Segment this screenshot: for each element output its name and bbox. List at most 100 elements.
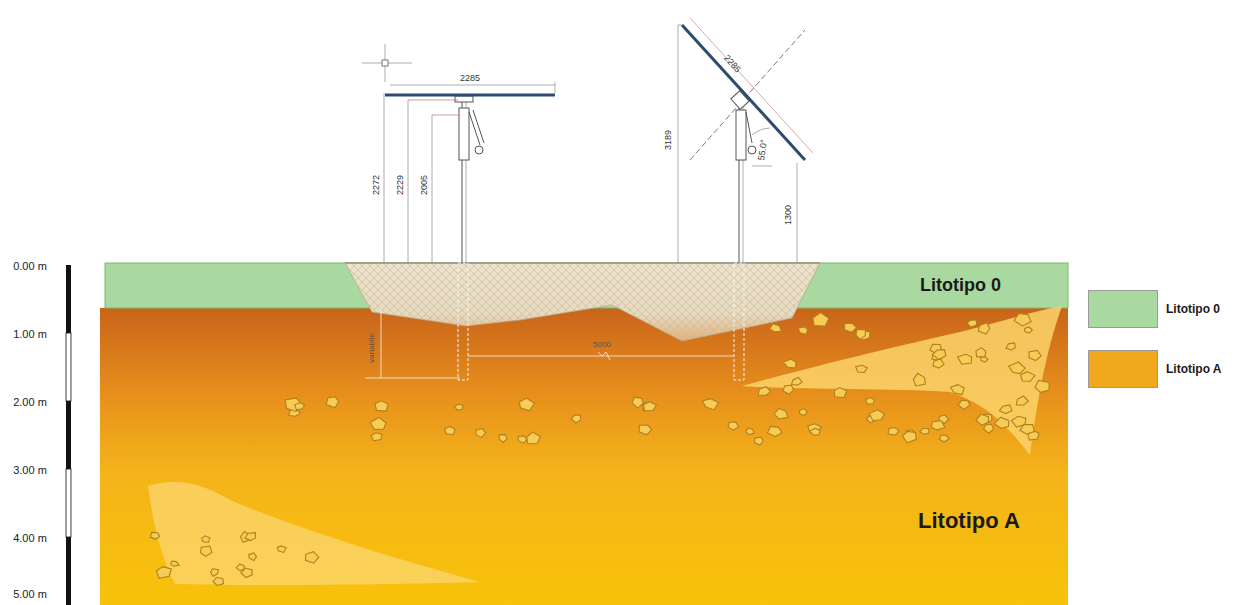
dimension-value: 5000 <box>593 341 611 349</box>
rock-fragment <box>978 323 989 334</box>
rock-fragment <box>958 354 972 364</box>
rock-fragment <box>984 424 994 433</box>
rock-fragment <box>245 533 256 541</box>
depth-mark: 1.00 m <box>13 329 47 340</box>
rock-fragment <box>371 433 382 441</box>
pv-panel <box>385 94 555 97</box>
dimension-line <box>390 85 555 86</box>
dimension-value: 1300 <box>784 205 793 225</box>
rock-fragment <box>958 400 970 409</box>
rock-fragment <box>249 553 257 561</box>
rock-fragment <box>933 359 944 368</box>
dimension-line <box>432 115 433 263</box>
rock-fragment <box>1020 372 1034 382</box>
dimension-value: 2005 <box>420 175 429 195</box>
rock-fragment <box>798 327 807 334</box>
rock-fragment <box>639 425 652 435</box>
dimension-line <box>408 100 458 101</box>
dimension-line <box>555 82 556 93</box>
scale-segment <box>66 265 71 333</box>
rock-fragment <box>519 398 534 411</box>
rock-fragment <box>754 437 763 445</box>
rock-fragments <box>150 313 1049 586</box>
rock-fragment <box>527 432 541 444</box>
rock-fragment <box>571 415 581 423</box>
rock-fragment <box>1009 362 1026 374</box>
actuator <box>473 110 484 143</box>
rock-fragment <box>783 385 794 394</box>
rock-fragment <box>171 561 179 566</box>
trench-fill <box>345 263 820 341</box>
rock-fragment <box>370 417 386 429</box>
rock-fragment <box>913 373 925 386</box>
rock-fragment <box>326 397 339 408</box>
depth-scale <box>66 265 71 605</box>
rock-fragment <box>518 436 527 443</box>
dimension-line <box>468 356 734 357</box>
depth-mark: 2.00 m <box>13 397 47 408</box>
rock-fragment <box>156 567 171 579</box>
actuator-pivot <box>475 146 483 154</box>
scale-segment <box>66 537 71 605</box>
post-head <box>459 108 469 160</box>
tracker-tilted <box>682 25 805 263</box>
tracker-horizontal <box>385 95 555 263</box>
dimension-line <box>381 308 382 378</box>
rock-fragment <box>770 324 781 332</box>
rock-fragment <box>856 330 866 340</box>
rock-fragment <box>783 359 796 368</box>
rock-fragment <box>856 365 868 372</box>
rock-fragment <box>774 408 788 419</box>
rock-fragment <box>1014 313 1031 326</box>
rock-fragment <box>305 552 318 563</box>
rock-fragment <box>1006 343 1016 350</box>
dimension-line <box>678 25 682 26</box>
dimension-value: 3189 <box>664 130 673 150</box>
rock-fragment <box>1016 396 1028 405</box>
rock-fragment <box>888 428 899 436</box>
ground-line <box>345 263 820 264</box>
rock-fragment <box>1035 380 1049 392</box>
rock-fragment <box>976 348 986 357</box>
scale-segment <box>66 333 71 401</box>
rock-fragment <box>200 546 211 556</box>
rock-fragment <box>920 428 929 434</box>
depth-mark: 0.00 m <box>13 261 47 272</box>
bracket <box>455 96 473 102</box>
scale-segment <box>66 401 71 469</box>
break-mark <box>598 352 610 360</box>
actuator <box>469 112 480 145</box>
legend-swatch <box>1088 290 1158 328</box>
dimension-value: 55.0° <box>757 139 769 161</box>
dimension-value: variabile <box>368 333 376 363</box>
rock-fragment <box>845 323 857 332</box>
rock-fragment <box>445 426 455 434</box>
rock-fragment <box>866 398 875 404</box>
rock-fragment <box>476 429 486 438</box>
gravel-hatch <box>345 263 820 341</box>
rock-fragment <box>746 428 754 435</box>
rock-fragment <box>932 350 945 360</box>
rock-fragment <box>728 422 739 430</box>
rock-fragment <box>213 578 224 586</box>
rock-fragment <box>981 357 988 362</box>
dimension-value: 2272 <box>372 175 381 195</box>
legend-label: Litotipo 0 <box>1166 302 1220 316</box>
depth-mark: 4.00 m <box>13 533 47 544</box>
rock-fragment <box>791 377 802 385</box>
scale-segment <box>66 469 71 537</box>
legend-swatch <box>1088 350 1158 388</box>
lens <box>148 482 480 585</box>
rock-fragment <box>1024 327 1032 333</box>
rock-fragment <box>236 564 244 571</box>
dimension-line <box>384 93 385 263</box>
actuator-pivot <box>748 146 756 154</box>
dimension-line <box>690 18 813 153</box>
rock-fragment <box>150 532 159 539</box>
depth-mark: 5.00 m <box>13 589 47 600</box>
dimension-line <box>408 100 409 263</box>
rock-fragment <box>999 405 1012 414</box>
soil-layer: Litotipo A <box>100 308 1068 605</box>
angle-tick <box>752 166 772 167</box>
